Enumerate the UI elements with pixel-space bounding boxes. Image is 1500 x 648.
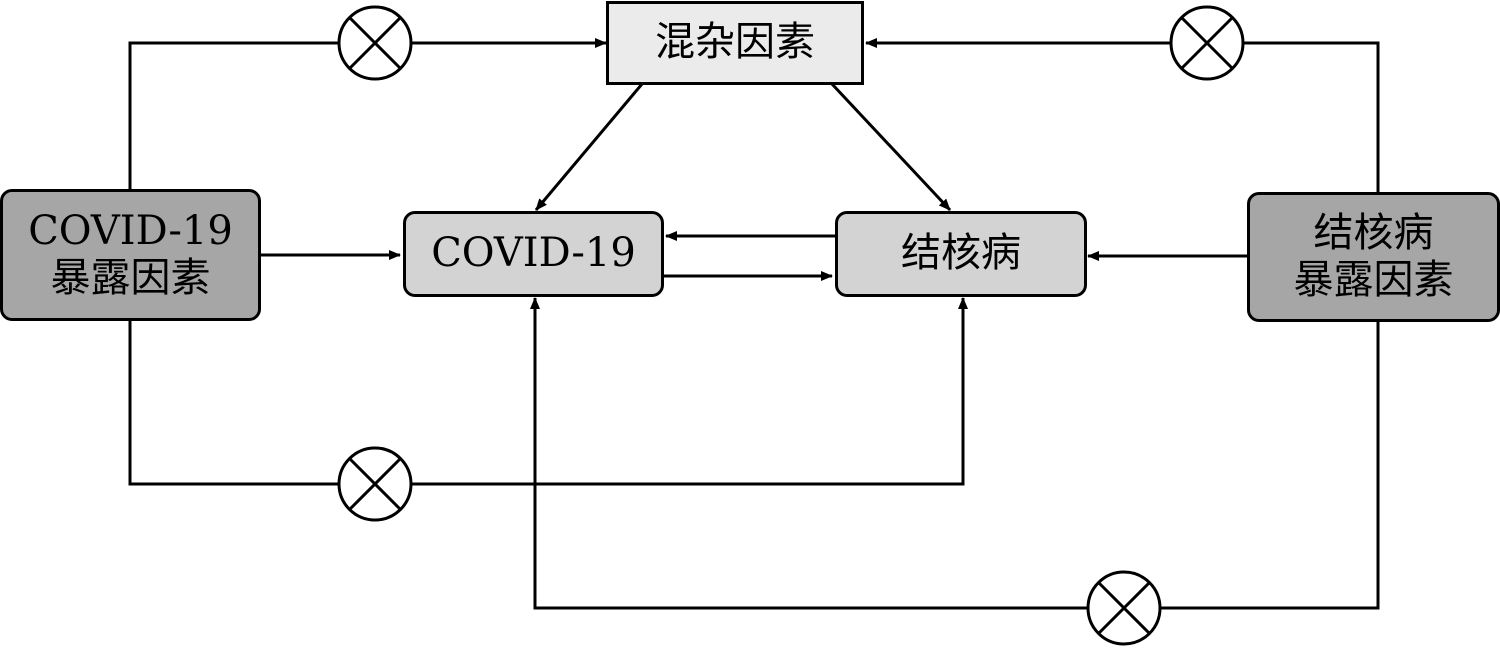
edge-covid-exposure-to-confounder — [128, 38, 607, 190]
confounder-node: 混杂因素 — [606, 1, 864, 85]
edge-tb-exposure-to-confounder — [865, 38, 1380, 193]
edge-tb-exposure-to-covid — [530, 297, 1380, 610]
confounder-label: 混杂因素 — [655, 19, 815, 66]
circled-times-icon — [337, 446, 413, 522]
covid-exposure-node: COVID-19 暴露因素 — [0, 189, 261, 321]
tb-exposure-line2: 暴露因素 — [1293, 257, 1454, 303]
tb-node: 结核病 — [835, 211, 1087, 297]
tb-exposure-node: 结核病 暴露因素 — [1247, 192, 1500, 322]
circled-times-icon — [1169, 5, 1245, 81]
covid-exposure-line1: COVID-19 — [28, 207, 233, 254]
circled-times-icon — [337, 5, 413, 81]
covid-exposure-line2: 暴露因素 — [50, 255, 211, 301]
edge-covid-exposure-to-tb — [128, 297, 968, 486]
edge-confounder-to-covid — [534, 83, 644, 211]
tb-exposure-line1: 结核病 — [1313, 209, 1434, 256]
tb-label: 结核病 — [901, 230, 1021, 277]
circled-times-icon — [1086, 570, 1162, 646]
covid-node: COVID-19 — [403, 211, 664, 297]
edge-confounder-to-tb — [830, 82, 952, 212]
covid-label: COVID-19 — [431, 230, 636, 277]
